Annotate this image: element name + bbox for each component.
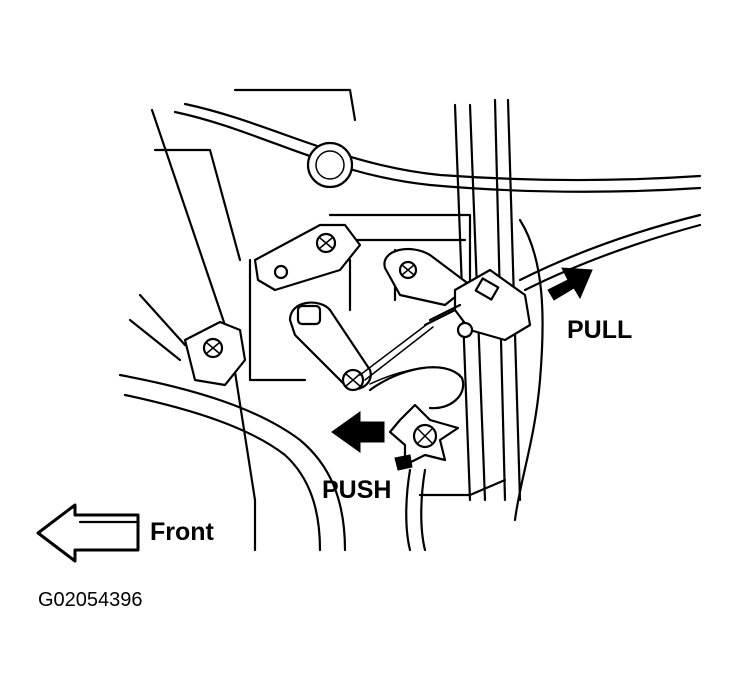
linkage-rod — [359, 321, 465, 410]
pull-arrow-icon — [547, 267, 593, 301]
left-bracket — [128, 293, 247, 387]
lower-cable — [518, 213, 702, 292]
push-label: PUSH — [322, 476, 392, 504]
cable-clip — [423, 268, 532, 342]
pull-label: PULL — [567, 316, 633, 344]
star-knob — [388, 403, 460, 552]
upper-cable — [173, 102, 702, 193]
front-label: Front — [150, 518, 214, 546]
front-arrow-icon — [36, 503, 140, 563]
upper-bracket — [253, 223, 362, 292]
push-arrow-icon — [331, 411, 385, 453]
figure-id-label: G02054396 — [38, 589, 143, 611]
lock-lever — [288, 301, 372, 392]
door-panel-outline — [118, 88, 357, 552]
grommet — [306, 141, 354, 189]
